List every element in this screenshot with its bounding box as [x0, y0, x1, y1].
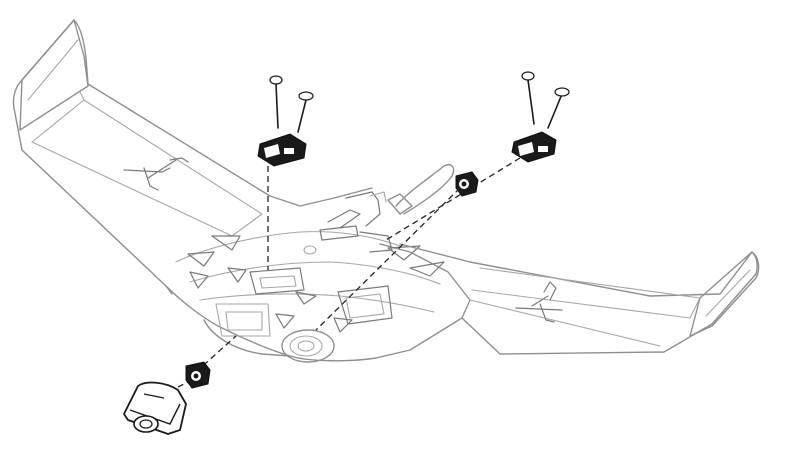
- left-wing: [12, 19, 373, 295]
- body-cutouts: [187, 235, 445, 333]
- left-winglet: [19, 19, 89, 131]
- left-elevon: [31, 99, 263, 237]
- propeller: [369, 164, 455, 215]
- right-winglet: [689, 251, 760, 337]
- right-control-horn: [515, 281, 563, 323]
- camera-canopy: [123, 381, 187, 435]
- leader-front-camera: [315, 187, 461, 331]
- fuselage-body: [165, 243, 471, 362]
- left-control-horn: [123, 157, 189, 191]
- leader-right-vtx: [385, 157, 521, 241]
- fpv-camera-rear: [185, 361, 211, 389]
- camera-mount: [281, 329, 335, 363]
- vtx-module-left: [257, 75, 314, 167]
- right-elevon: [471, 267, 701, 319]
- airframe: [12, 19, 760, 363]
- top-hatch: [319, 191, 393, 253]
- vtx-module-right: [511, 71, 570, 163]
- right-wing: [399, 243, 758, 355]
- nose: [203, 319, 291, 357]
- leader-rear-camera: [195, 335, 237, 373]
- fpv-camera-front: [455, 171, 479, 197]
